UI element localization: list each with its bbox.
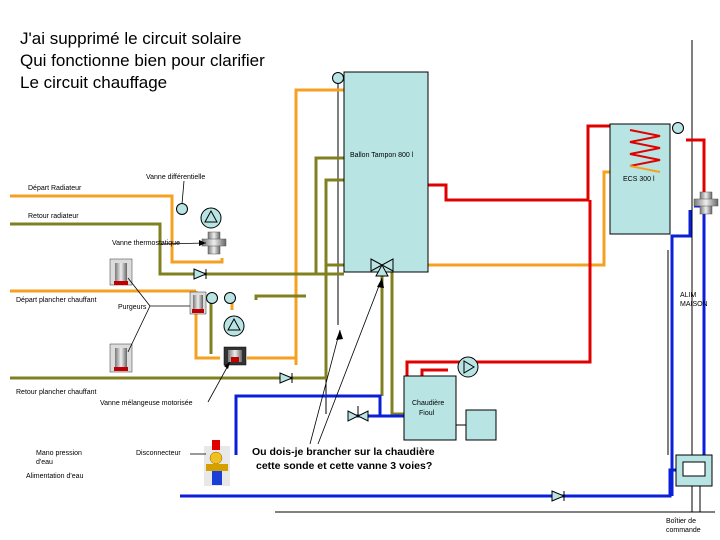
arrowhead-icon [377, 278, 384, 288]
buffer-tank-label: Ballon Tampon 800 l [350, 152, 414, 159]
arrowhead-icon [224, 362, 230, 369]
thin-control-lines [275, 40, 715, 513]
annotation-pointers [127, 180, 383, 455]
gauge-icon [176, 203, 188, 215]
boiler-label-1: Chaudière [412, 400, 444, 407]
label-boitier-1: Boîtier de [666, 518, 696, 525]
label-retour-radiateur: Retour radiateur [28, 213, 79, 220]
label-disconnecteur: Disconnecteur [136, 450, 181, 457]
heading-line-1: J'ai supprimé le circuit solaire [20, 29, 242, 48]
label-retour-plancher: Retour plancher chauffant [16, 389, 96, 396]
label-purgeurs: Purgeurs [118, 304, 147, 311]
question-line-2: cette sonde et cette vanne 3 voies? [256, 460, 432, 472]
label-mano-2: d'eau [36, 459, 53, 466]
control-box [675, 454, 713, 487]
label-vanne-differentielle: Vanne différentielle [146, 174, 205, 181]
boiler: Chaudière Fioul [403, 375, 497, 441]
dhw-tank: ECS 300 l [609, 122, 684, 235]
pump-icon [457, 356, 479, 378]
label-alim-maison-1: ALIM [680, 292, 697, 299]
buffer-tank: Ballon Tampon 800 l [332, 71, 429, 273]
three-way-valve-icon [370, 258, 394, 277]
arrowhead-icon [199, 240, 206, 246]
disconnector-icon [204, 440, 230, 486]
label-depart-radiateur: Départ Radiateur [28, 185, 82, 192]
label-boitier-2: commande [666, 527, 701, 534]
thermostatic-valve-icon [693, 191, 719, 215]
label-vanne-melangeuse: Vanne mélangeuse motorisée [100, 400, 193, 407]
check-valve-icon [279, 372, 294, 384]
bleeder-icon [109, 343, 133, 373]
arrowhead-icon [336, 330, 343, 340]
pump-icon [223, 315, 245, 337]
check-valve-icon [193, 268, 208, 280]
gauge-icon [206, 292, 218, 304]
pump-icon [200, 207, 222, 229]
heading-line-2: Qui fonctionne bien pour clarifier [20, 51, 265, 70]
bleeder-icon [189, 291, 207, 315]
bleeder-icon [109, 258, 133, 286]
label-depart-plancher: Départ plancher chauffant [16, 297, 96, 304]
gauge-icon [224, 292, 236, 304]
label-mano-1: Mano pression [36, 450, 82, 457]
mixing-valve-icon [223, 346, 247, 366]
isolation-valve-icon [347, 406, 369, 422]
label-alim-maison-2: MAISON [680, 301, 708, 308]
orange-pipes [10, 88, 610, 365]
label-alimentation-eau: Alimentation d'eau [26, 473, 83, 480]
check-valve-icon [551, 490, 566, 502]
boiler-label-2: Fioul [419, 410, 435, 417]
heading-line-3: Le circuit chauffage [20, 73, 167, 92]
heating-coil [629, 129, 661, 167]
dhw-tank-label: ECS 300 l [623, 176, 655, 183]
question-line-1: Ou dois-je brancher sur la chaudière [252, 446, 435, 458]
label-vanne-thermostatique: Vanne thermostatique [112, 240, 180, 247]
